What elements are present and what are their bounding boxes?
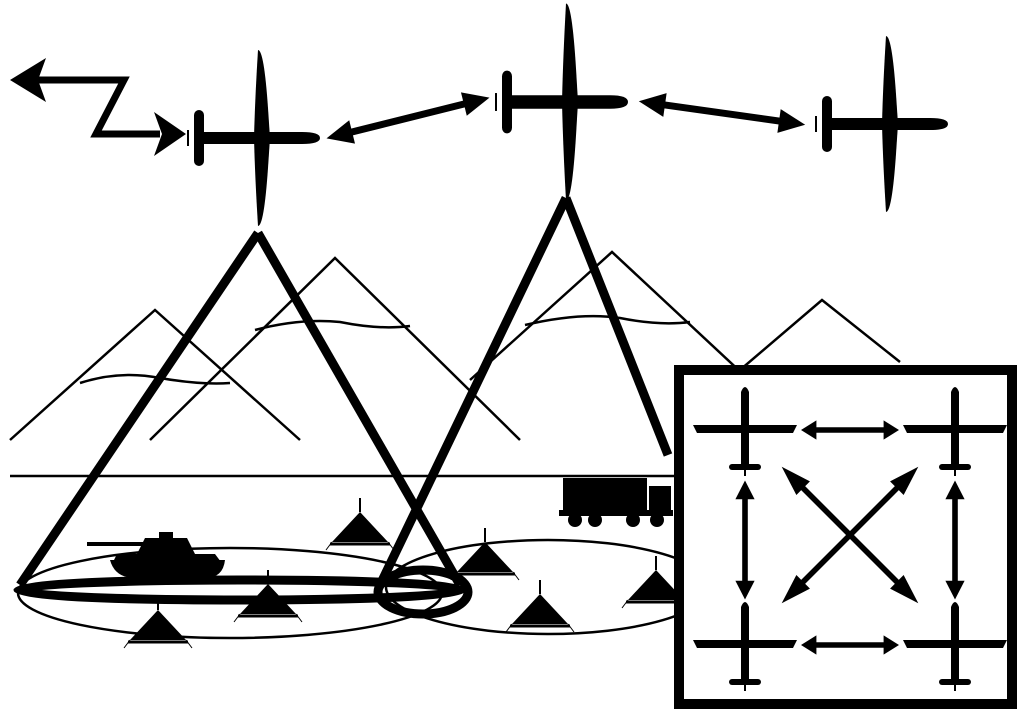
satellite-link-arrow xyxy=(36,76,160,138)
uav-2-icon xyxy=(494,2,630,202)
uav-1-icon xyxy=(187,49,321,227)
sensor-cone-2 xyxy=(373,196,673,619)
mountain-peak-1 xyxy=(9,308,301,441)
tank-icon xyxy=(87,532,225,578)
snowline-2 xyxy=(254,319,411,332)
uav-link-1-2 xyxy=(324,86,493,150)
arrowhead-right-icon xyxy=(154,112,186,156)
tent-icon xyxy=(324,496,396,552)
uav-3-icon xyxy=(815,35,949,213)
snowline-3 xyxy=(524,314,691,327)
mountain-peak-3 xyxy=(469,250,761,391)
tent-icon xyxy=(504,578,576,634)
truck-icon xyxy=(559,478,673,527)
sensor-cone-1 xyxy=(13,230,467,605)
arrowhead-left-icon xyxy=(10,58,46,102)
formation-inset xyxy=(674,365,1017,709)
mountain-range xyxy=(9,250,901,441)
tent-icon xyxy=(449,526,521,582)
uav-link-2-3 xyxy=(637,89,807,136)
mountain-peak-4 xyxy=(739,298,901,371)
mountain-peak-2 xyxy=(149,256,521,441)
